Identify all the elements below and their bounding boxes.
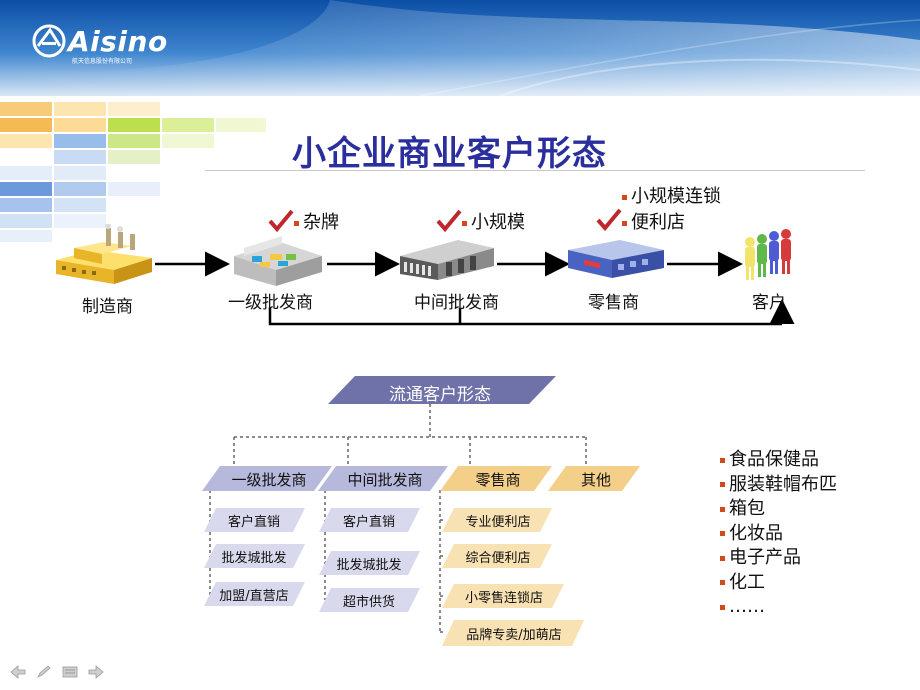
distribution-center-icon (400, 240, 494, 280)
checkmark-icon (436, 209, 462, 233)
pen-icon (37, 665, 51, 678)
next-slide-button[interactable] (86, 664, 106, 680)
tree-root: 流通客户形态 (389, 385, 491, 405)
branch-primary-wholesaler: 一级批发商 (231, 471, 307, 489)
bullet-icon (462, 220, 467, 226)
category-list: 食品保健品 服装鞋帽布匹 箱包 化妆品 电子产品 化工 …… (720, 448, 837, 620)
bullet-icon (720, 457, 725, 463)
list-item: 专业便利店 (465, 515, 531, 530)
chain-label-primary-wholesaler: 一级批发商 (228, 293, 313, 313)
list-item: 小零售连锁店 (464, 591, 543, 606)
prev-slide-button[interactable] (8, 664, 28, 680)
attribute-small-scale: 小规模 (436, 208, 525, 234)
header-banner (0, 0, 920, 96)
decorative-mosaic (0, 102, 266, 242)
list-item: 超市供货 (342, 595, 395, 610)
store-icon (568, 240, 664, 278)
logo-emblem-icon (32, 24, 66, 58)
attribute-brand-mix: 杂牌 (268, 208, 339, 234)
factory-icon (56, 224, 152, 284)
bullet-icon (720, 506, 725, 512)
next-icon (88, 665, 104, 679)
list-item: 加盟/直营店 (219, 589, 289, 604)
prev-icon (10, 665, 26, 679)
list-item: 批发城批发 (221, 551, 287, 566)
list-item: 化工 (720, 571, 837, 596)
list-item: 客户直销 (227, 515, 280, 530)
list-item: 综合便利店 (465, 551, 531, 566)
page-title: 小企业商业客户形态 (292, 134, 607, 174)
bullet-icon (720, 531, 725, 536)
slide-nav (8, 664, 106, 680)
attribute-retail-types: 小规模连锁 便利店 (596, 182, 721, 234)
chain-label-retailer: 零售商 (588, 293, 639, 313)
branch-intermediate-wholesaler: 中间批发商 (347, 471, 423, 489)
bullet-icon (294, 220, 299, 226)
bullet-icon (720, 482, 725, 487)
menu-button[interactable] (60, 664, 80, 680)
customers-icon (745, 229, 791, 280)
bullet-icon (720, 555, 725, 561)
checkmark-icon (596, 208, 622, 232)
logo-wordmark: Aisino (68, 24, 168, 58)
chain-label-customer: 客户 (752, 293, 786, 313)
checkmark-icon (268, 209, 294, 233)
chain-label-manufacturer: 制造商 (82, 297, 133, 317)
chain-label-intermediate-wholesaler: 中间批发商 (414, 293, 499, 313)
list-item: 客户直销 (342, 515, 395, 530)
list-item: 品牌专卖/加萌店 (466, 628, 562, 643)
attribute-text: 杂牌 (303, 212, 339, 233)
bullet-icon (622, 194, 627, 200)
list-item: 食品保健品 (720, 448, 837, 473)
list-item: 服装鞋帽布匹 (720, 473, 837, 498)
warehouse-icon (234, 236, 322, 286)
branch-retailer: 零售商 (475, 471, 521, 489)
title-divider (205, 170, 865, 171)
bullet-icon (720, 580, 725, 585)
attribute-text: 便利店 (631, 212, 685, 233)
list-item: …… (720, 595, 837, 620)
list-item: 批发城批发 (336, 558, 402, 573)
attribute-text: 小规模连锁 (631, 186, 721, 207)
list-item: 化妆品 (720, 522, 837, 547)
bullet-icon (720, 604, 725, 610)
logo-subtitle: 航天信息股份有限公司 (72, 58, 133, 65)
list-item: 箱包 (720, 497, 837, 522)
attribute-text: 小规模 (471, 212, 525, 233)
menu-icon (62, 666, 78, 678)
bullet-icon (622, 220, 627, 226)
pen-button[interactable] (34, 664, 54, 680)
list-item: 电子产品 (720, 546, 837, 571)
company-logo: Aisino 航天信息股份有限公司 (30, 24, 168, 65)
branch-other: 其他 (580, 471, 611, 489)
